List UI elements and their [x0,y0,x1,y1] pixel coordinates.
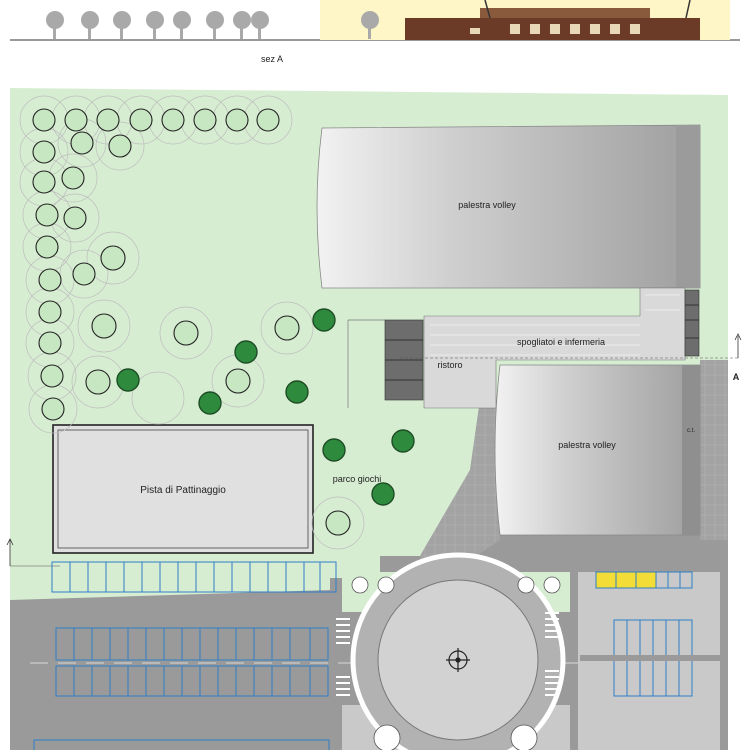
roundabout-plaza [336,552,570,750]
parking-middle-rows [33,627,330,750]
elevation-trees [46,11,269,39]
trees-light [19,95,365,550]
plaza-planters [351,576,561,750]
ct-label: c.t. [687,428,695,434]
elevation-tree-foreground [361,11,379,39]
volley-bottom-label: palestra volley [558,440,616,450]
skating-rink: Pista di Pattinaggio [52,424,314,554]
elevation-roof [480,8,650,18]
ristoro-label: ristoro [437,360,462,370]
building-volley-bottom: palestra volley c.t. [494,364,701,536]
trees-dark [116,308,415,506]
playground-label: parco giochi [333,474,382,484]
building-changing-rooms: spogliatoi e infermeria ristoro [347,287,700,409]
elevation-windows [470,24,640,34]
changing-rooms-label: spogliatoi e infermeria [517,337,605,347]
building-volley-top: palestra volley [316,124,701,289]
compass-icon [446,648,470,672]
elevation-section: sez A [10,0,740,64]
volley-top-label: palestra volley [458,200,516,210]
skating-rink-label: Pista di Pattinaggio [140,485,226,496]
parking-top-row [51,561,337,593]
parking-right [578,571,720,750]
section-arrow-label: A [733,372,740,382]
section-label: sez A [261,54,283,64]
